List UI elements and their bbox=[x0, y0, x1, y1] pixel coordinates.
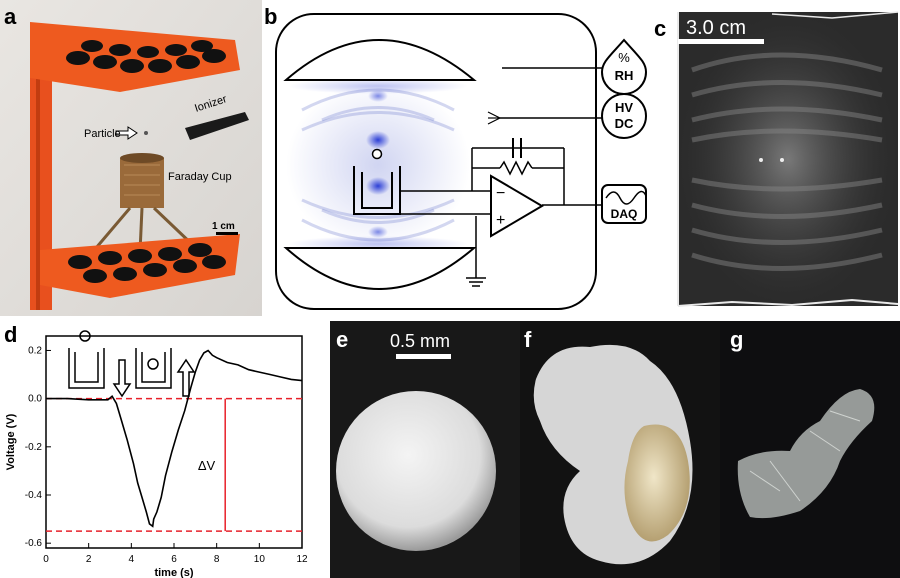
faraday-cup-symbol bbox=[353, 166, 401, 215]
humidity-sensor-icon bbox=[600, 38, 648, 95]
panel-label-g: g bbox=[730, 327, 744, 352]
seed-particle-image bbox=[520, 321, 720, 578]
support-post bbox=[30, 40, 52, 310]
hv-supply-icon bbox=[601, 93, 647, 139]
levitated-particle bbox=[759, 158, 763, 162]
y-tick-label: -0.6 bbox=[25, 538, 43, 549]
x-axis-label: time (s) bbox=[154, 567, 193, 578]
panel-c-image: 3.0 cm c bbox=[652, 0, 900, 316]
seed-core bbox=[624, 424, 690, 542]
panel-label-e: e bbox=[336, 327, 349, 352]
delta-v-label: ΔV bbox=[198, 458, 216, 473]
needle-electrode-icon bbox=[487, 111, 501, 125]
faraday-cup bbox=[120, 158, 164, 208]
schematic-diagram: − + % RH HV DC DAQ bbox=[275, 13, 648, 310]
y-tick-label: 0.2 bbox=[28, 345, 42, 356]
particle-label: Particle bbox=[84, 128, 121, 140]
circuit-wiring bbox=[392, 67, 602, 278]
arrow-up-icon bbox=[176, 358, 196, 397]
rh-label: RH bbox=[615, 68, 634, 83]
levitation-image: 3.0 cm bbox=[652, 0, 900, 316]
panel-g-image: g bbox=[720, 321, 900, 578]
panel-label-f: f bbox=[524, 327, 532, 352]
sphere-particle-image: 0.5 mm bbox=[330, 321, 520, 578]
resistor-symbol bbox=[499, 160, 533, 176]
sphere-particle bbox=[336, 391, 496, 551]
process-icons bbox=[68, 330, 196, 398]
panel-a-photo: Particle Ionizer Faraday Cup 1 cm a bbox=[0, 0, 262, 316]
panel-label-a: a bbox=[4, 4, 17, 29]
scale-bar-c bbox=[678, 39, 764, 44]
op-amp-plus: + bbox=[496, 212, 505, 229]
panel-f-image: f bbox=[520, 321, 720, 578]
x-tick-label: 6 bbox=[171, 554, 177, 565]
panel-label-b: b bbox=[264, 4, 278, 29]
hv-label: HV bbox=[615, 100, 633, 115]
x-tick-label: 10 bbox=[254, 554, 266, 565]
upper-electrode bbox=[30, 22, 240, 92]
x-tick-label: 2 bbox=[86, 554, 92, 565]
scale-label-c: 3.0 cm bbox=[686, 17, 746, 39]
op-amp-symbol bbox=[490, 174, 544, 238]
scale-bar-a bbox=[216, 232, 238, 235]
particle-arrow-icon bbox=[115, 126, 138, 140]
x-tick-label: 8 bbox=[214, 554, 220, 565]
x-tick-label: 0 bbox=[43, 554, 49, 565]
y-tick-label: -0.2 bbox=[25, 442, 43, 453]
panel-d-chart: ΔV 0 2 4 6 8 10 12 0.2 0.0 -0.2 -0.4 -0.6 time (s) Vol… bbox=[0, 316, 330, 578]
acoustic-field bbox=[286, 78, 470, 252]
x-tick-label: 12 bbox=[296, 554, 308, 565]
particle-symbol bbox=[371, 148, 383, 160]
voltage-chart: ΔV 0 2 4 6 8 10 12 0.2 0.0 -0.2 -0.4 -0.6 time (s) Vol… bbox=[5, 330, 308, 578]
waveform-icon bbox=[605, 190, 647, 205]
op-amp-minus: − bbox=[496, 185, 505, 202]
voltage-trace bbox=[46, 349, 303, 528]
crystal-image bbox=[720, 321, 900, 578]
capacitor-symbol bbox=[512, 138, 522, 158]
x-tick-label: 4 bbox=[129, 554, 135, 565]
y-tick-label: -0.4 bbox=[25, 490, 43, 501]
lower-transducer bbox=[283, 247, 477, 290]
panel-label-c: c bbox=[654, 16, 667, 41]
particle bbox=[144, 131, 148, 135]
scale-label-a: 1 cm bbox=[212, 221, 235, 232]
scale-label-e: 0.5 mm bbox=[390, 331, 450, 351]
scale-bar-e bbox=[396, 354, 451, 359]
rh-percent: % bbox=[618, 50, 630, 65]
standing-wave-fringes bbox=[691, 52, 883, 271]
y-axis-label: Voltage (V) bbox=[5, 413, 17, 470]
dc-label: DC bbox=[615, 116, 634, 131]
upper-transducer bbox=[283, 39, 477, 81]
faraday-cup-label: Faraday Cup bbox=[168, 171, 232, 183]
panel-b-schematic: − + % RH HV DC DAQ b bbox=[262, 0, 652, 316]
ground-icon bbox=[466, 277, 486, 287]
panel-a-image: Particle Ionizer Faraday Cup 1 cm bbox=[0, 0, 262, 316]
ionizer-device bbox=[185, 112, 249, 140]
y-tick-label: 0.0 bbox=[28, 394, 42, 405]
daq-label: DAQ bbox=[611, 207, 638, 221]
arrow-down-icon bbox=[112, 359, 132, 398]
panel-label-d: d bbox=[4, 322, 18, 347]
panel-e-image: 0.5 mm e bbox=[330, 321, 520, 578]
